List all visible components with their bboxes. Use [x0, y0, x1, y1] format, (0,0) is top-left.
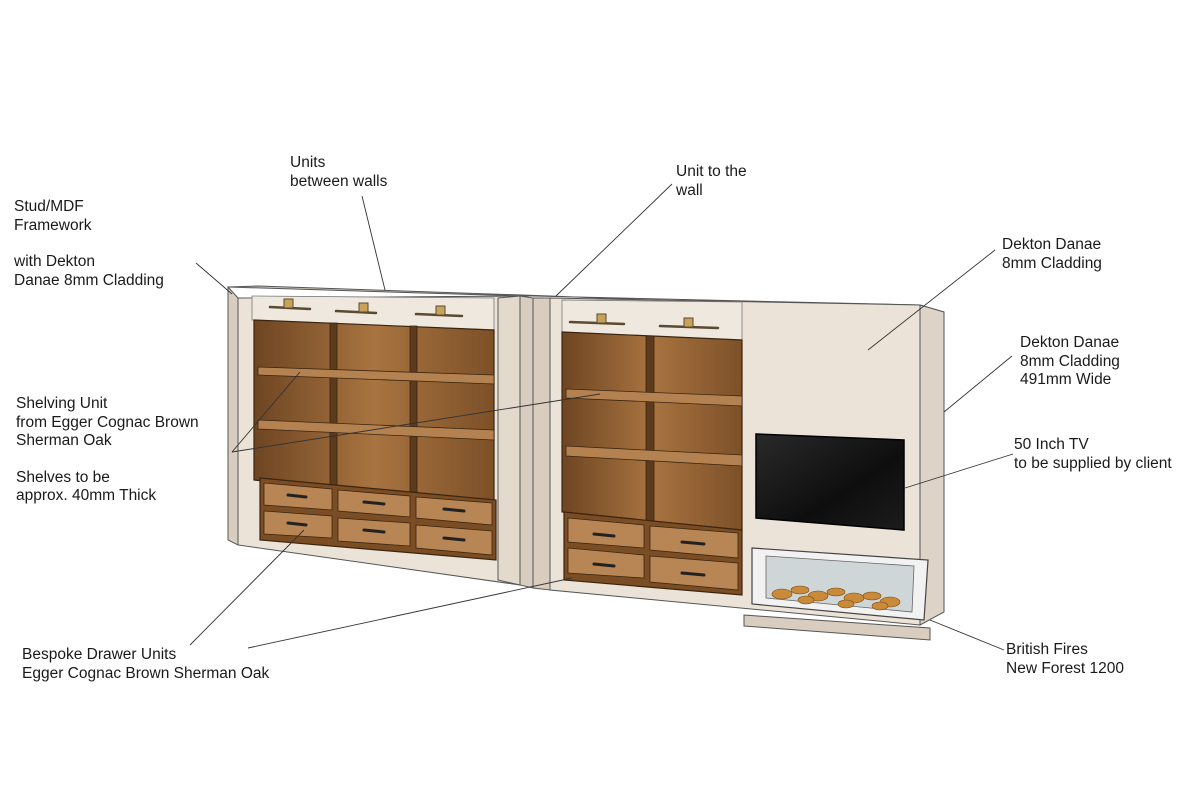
leader-framework	[195, 262, 233, 295]
right-cladding-side	[919, 304, 945, 626]
label-shelving-line1: Shelving Unit	[16, 395, 108, 412]
leader-drawers-a	[189, 529, 305, 646]
label-fire-line1: British Fires	[1006, 641, 1088, 658]
label-framework-line2: Framework	[14, 216, 92, 234]
label-unit-to-wall-line1: Unit to the	[676, 163, 747, 180]
leader-cladding-top	[867, 249, 996, 351]
leader-drawers-b	[247, 577, 573, 649]
label-cladding-top: Dekton Danae 8mm Cladding	[1002, 236, 1102, 273]
label-tv: 50 Inch TV to be supplied by client	[1014, 436, 1172, 473]
label-drawers-line1: Bespoke Drawer Units	[22, 646, 177, 663]
label-cladding-top-line1: Dekton Danae	[1002, 236, 1102, 253]
label-cladding-side-line3: 491mm Wide	[1020, 371, 1112, 388]
label-cladding-side-line2: 8mm Cladding	[1020, 352, 1120, 370]
leader-shelving-a	[231, 371, 301, 453]
label-unit-to-wall-line2: wall	[676, 181, 703, 199]
leader-fire	[929, 619, 1005, 651]
label-shelving-line5: approx. 40mm Thick	[16, 487, 157, 504]
label-fire-line2: New Forest 1200	[1006, 659, 1125, 677]
label-drawers: Bespoke Drawer Units Egger Cognac Brown …	[22, 646, 269, 683]
left-unit-left-side	[227, 285, 239, 546]
label-drawers-line2: Egger Cognac Brown Sherman Oak	[22, 664, 270, 682]
label-framework: Stud/MDF Framework with Dekton Danae 8mm…	[14, 198, 164, 290]
label-shelving: Shelving Unit from Egger Cognac Brown Sh…	[16, 395, 199, 506]
label-framework-line1: Stud/MDF	[14, 198, 84, 215]
label-tv-line2: to be supplied by client	[1014, 454, 1172, 472]
left-unit-top	[227, 285, 551, 297]
left-unit-right-pillar	[497, 295, 521, 586]
right-unit	[532, 295, 945, 641]
label-cladding-top-line2: 8mm Cladding	[1002, 254, 1102, 272]
label-tv-line1: 50 Inch TV	[1014, 436, 1089, 453]
picture-lights-right	[568, 313, 720, 330]
label-unit-to-wall: Unit to the wall	[676, 163, 747, 200]
leader-units-between	[361, 195, 386, 291]
leader-unit-to-wall	[555, 183, 673, 297]
fire-logs	[771, 585, 901, 611]
leader-cladding-side	[943, 355, 1013, 413]
label-units-between-line1: Units	[290, 154, 326, 171]
picture-lights-left	[268, 298, 464, 318]
leader-lines	[189, 183, 1014, 651]
label-cladding-side: Dekton Danae 8mm Cladding 491mm Wide	[1020, 334, 1120, 390]
label-framework-line3: with Dekton	[14, 253, 95, 270]
label-shelving-line3: Sherman Oak	[16, 432, 112, 449]
label-units-between: Units between walls	[290, 154, 387, 191]
leader-shelving-b	[231, 393, 601, 453]
label-shelving-line2: from Egger Cognac Brown	[16, 413, 199, 431]
left-unit	[227, 285, 551, 589]
label-fire: British Fires New Forest 1200	[1006, 641, 1124, 678]
leader-tv	[904, 453, 1014, 489]
tv	[755, 433, 905, 531]
left-shelving-unit	[253, 319, 495, 506]
label-cladding-side-line1: Dekton Danae	[1020, 334, 1120, 351]
label-framework-line4: Danae 8mm Cladding	[14, 271, 164, 289]
label-units-between-line2: between walls	[290, 172, 388, 190]
label-shelving-line4: Shelves to be	[16, 468, 110, 486]
